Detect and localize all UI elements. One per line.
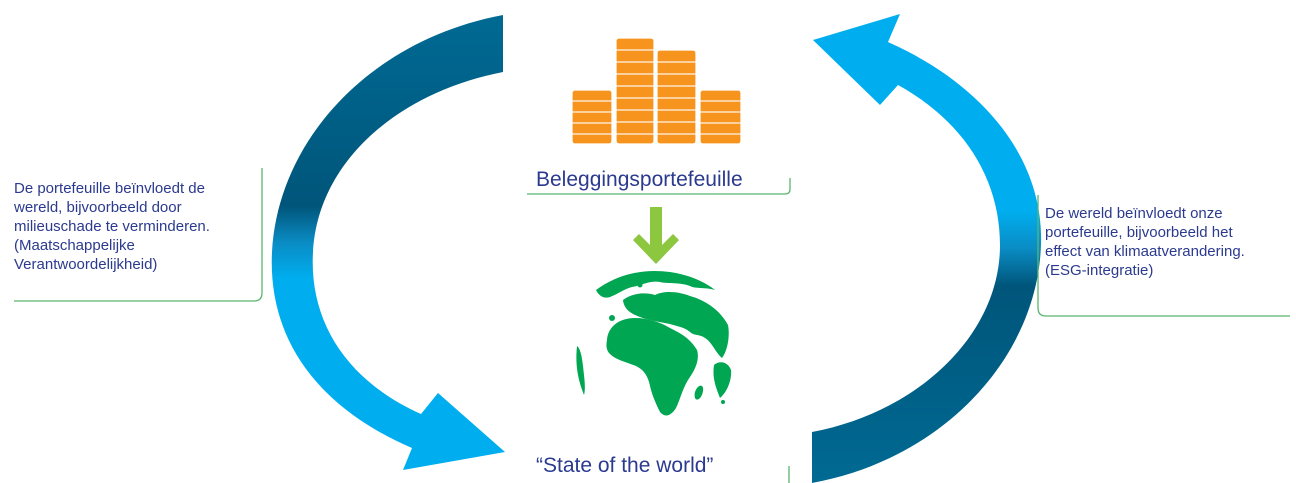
globe-icon [576,270,732,416]
arrow-down-icon [633,207,679,264]
bar-2 [615,37,655,145]
bar-3 [656,49,697,145]
portfolio-label: Beleggingsportefeuille [536,168,743,191]
right-annotation-text: De wereld beïnvloedt onze portefeuille, … [1045,205,1245,279]
world-label: “State of the world” [536,454,714,477]
right-annotation-bracket [1037,195,1290,317]
bar-4 [699,89,742,145]
right-cycle-arrow [812,14,1042,483]
left-cycle-arrow [271,15,505,470]
portfolio-label-bracket [527,178,791,195]
left-annotation-bracket [14,168,263,302]
bar-1 [571,89,613,145]
left-annotation-text: De portefeuille beïnvloedt de wereld, bi… [14,180,210,273]
bar-stack-stripes [572,49,741,135]
bar-stack-icon [571,37,742,145]
